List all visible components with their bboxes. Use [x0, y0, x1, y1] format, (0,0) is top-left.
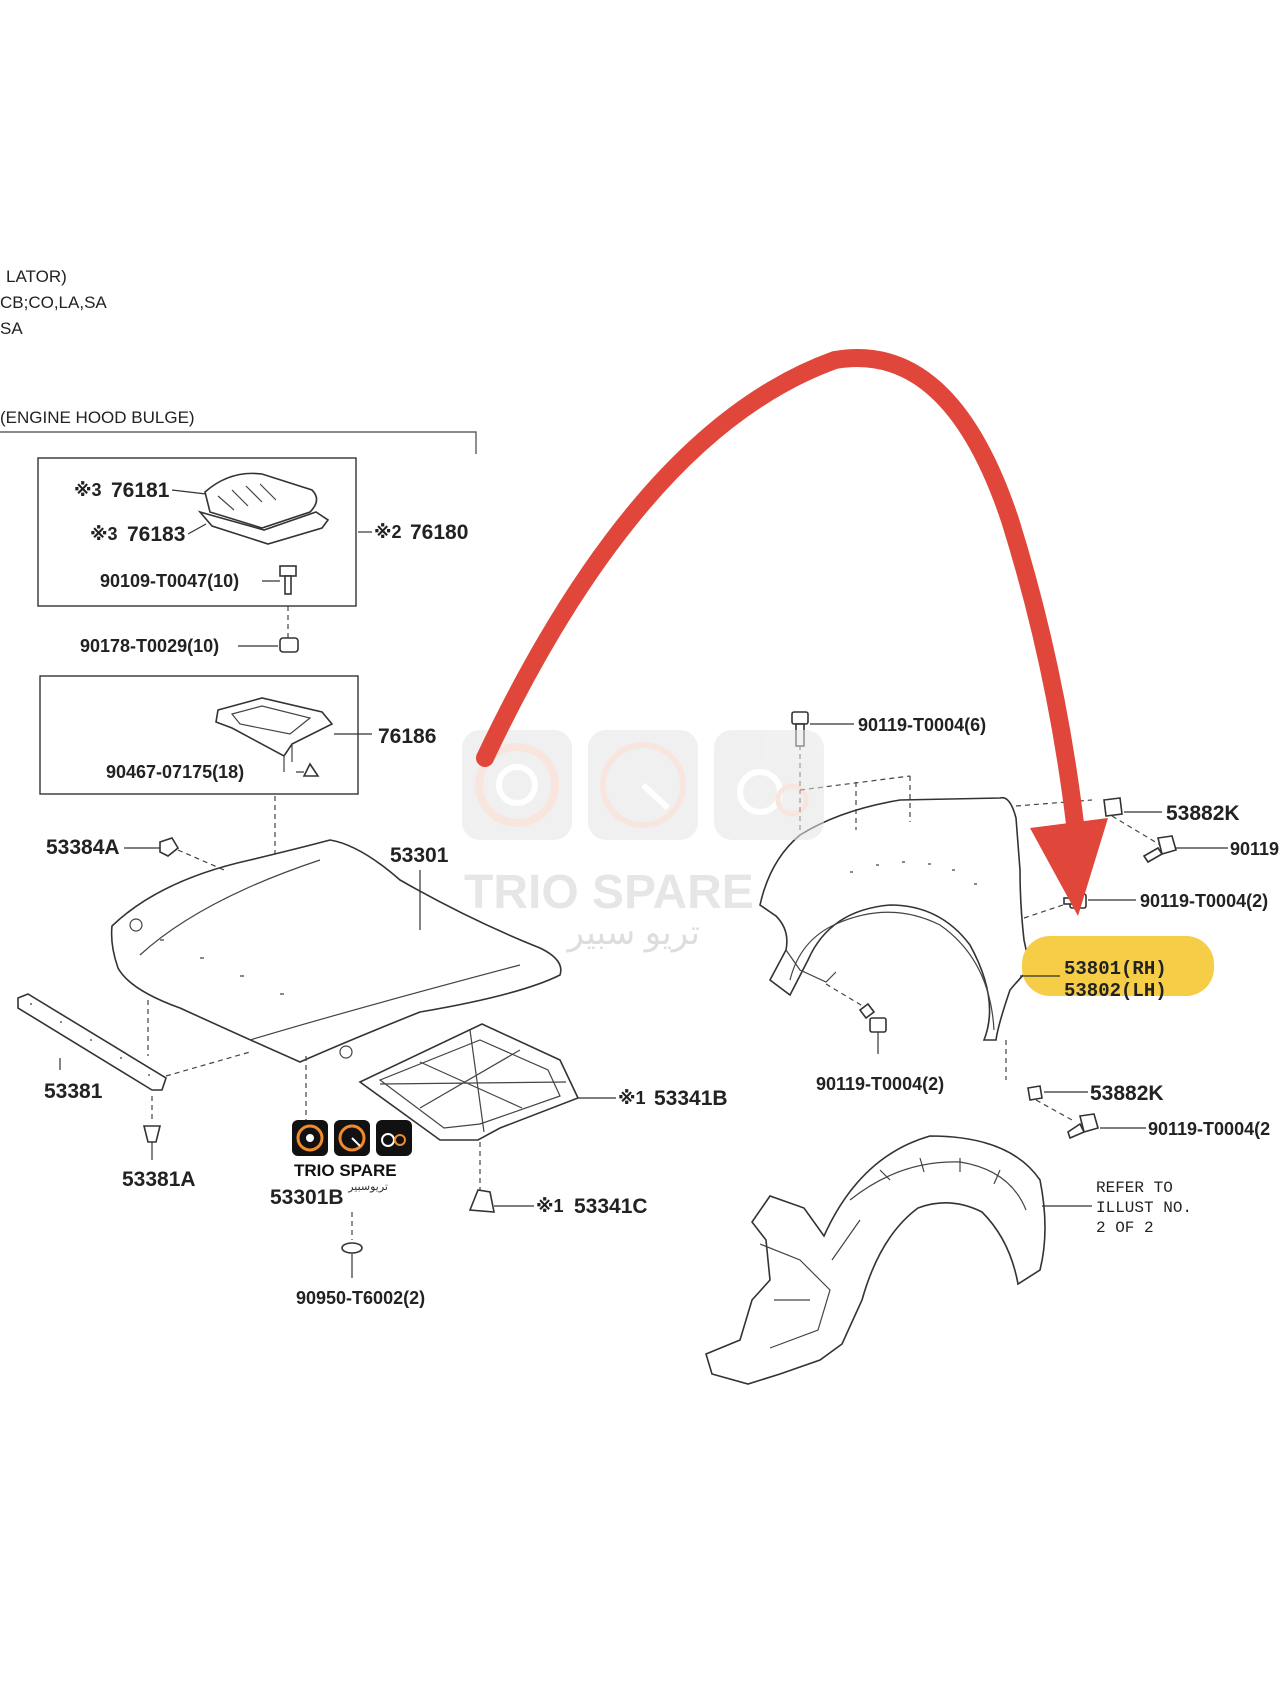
bolt-icon — [279, 565, 297, 595]
fender-bolt-low-icon — [858, 1002, 887, 1033]
plug-90950-label: 90950-T6002(2) — [296, 1288, 425, 1308]
refer-note-line-2: ILLUST NO. — [1096, 1199, 1192, 1217]
nut-icon — [279, 637, 299, 653]
insulator-53341b-prefix: ※1 — [618, 1088, 646, 1108]
header-note-1: LATOR) — [6, 267, 67, 286]
header-note-3: SA — [0, 319, 23, 338]
clip-53341c-prefix: ※1 — [536, 1196, 564, 1216]
fender-bracket-low-icon — [1027, 1085, 1043, 1101]
bracket-53882k-top-label: 53882K — [1166, 802, 1240, 825]
hood-bulge-part — [197, 472, 330, 545]
hood-seal-part — [215, 697, 334, 772]
part-76181-label: 76181 — [111, 479, 170, 502]
red-pointer-arrow — [476, 349, 1108, 916]
fender-lh-label: 53802(LH) — [1064, 980, 1167, 1002]
refer-note-line-1: REFER TO — [1096, 1179, 1173, 1197]
hood-53301-label: 53301 — [390, 844, 449, 867]
fender-bolt-side-icon — [1142, 835, 1177, 864]
clip-90467-label: 90467-07175(18) — [106, 762, 244, 782]
watermark-logo — [462, 730, 824, 840]
bolt-90119-t0004-6-label: 90119-T0004(6) — [858, 715, 986, 735]
bolt-90119-t0004-low-label: 90119-T0004(2) — [816, 1074, 944, 1094]
insulator-clip-icon — [468, 1189, 495, 1213]
hood-insulator-part — [358, 1023, 580, 1141]
part-76186-label: 76186 — [378, 725, 436, 748]
part-76183-label: 76183 — [127, 523, 185, 546]
watermark-small-brand: TRIO SPARE — [294, 1161, 397, 1180]
header-note-2: CB;CO,LA,SA — [0, 293, 107, 312]
bracket-53882k-low-label: 53882K — [1090, 1082, 1164, 1105]
fender-rh-label: 53801(RH) — [1064, 958, 1167, 980]
bolt-90119-t0004-bottom-label: 90119-T0004(2 — [1148, 1119, 1270, 1139]
bolt-90119-side-label: 90119 — [1230, 839, 1279, 859]
watermark-arabic: تريو سبير — [566, 914, 700, 953]
clip-53381a-label: 53381A — [122, 1168, 196, 1191]
bumper-53301b-label: 53301B — [270, 1186, 344, 1209]
seal-clip-icon — [142, 1125, 162, 1143]
refer-note-line-3: 2 OF 2 — [1096, 1219, 1154, 1237]
hood-seal-strip-part — [17, 993, 167, 1091]
part-76181-prefix: ※3 — [74, 480, 102, 500]
clip-icon — [302, 762, 320, 777]
bulge-group-box — [37, 457, 357, 607]
part-76180-prefix: ※2 — [374, 522, 402, 542]
part-76183-prefix: ※3 — [90, 524, 118, 544]
seal-53381-label: 53381 — [44, 1080, 103, 1103]
watermark-small-logo — [292, 1120, 412, 1156]
cushion-icon — [159, 837, 180, 857]
watermark-small-arabic: تريوسبير — [347, 1181, 388, 1193]
fender-bracket-top-icon — [1103, 797, 1123, 817]
bolt-90109-label: 90109-T0047(10) — [100, 571, 239, 591]
watermark-brand: TRIO SPARE — [464, 866, 754, 919]
fender-liner-part — [705, 1135, 1046, 1385]
clip-53341c-label: 53341C — [574, 1195, 648, 1218]
engine-hood-part — [110, 839, 562, 1063]
fender-bolt-bottom-icon — [1067, 1113, 1099, 1140]
plug-icon — [341, 1242, 363, 1254]
bolt-90119-t0004-mid-label: 90119-T0004(2) — [1140, 891, 1268, 911]
section-title: (ENGINE HOOD BULGE) — [0, 408, 195, 427]
front-fender-part — [759, 796, 1031, 1041]
section-bracket — [0, 431, 477, 454]
cushion-53384a-label: 53384A — [46, 836, 120, 859]
part-76180-label: 76180 — [410, 521, 468, 544]
insulator-53341b-label: 53341B — [654, 1087, 728, 1110]
part-number-highlight — [1022, 936, 1214, 996]
nut-90178-label: 90178-T0029(10) — [80, 636, 219, 656]
seal-group-box — [39, 675, 359, 795]
